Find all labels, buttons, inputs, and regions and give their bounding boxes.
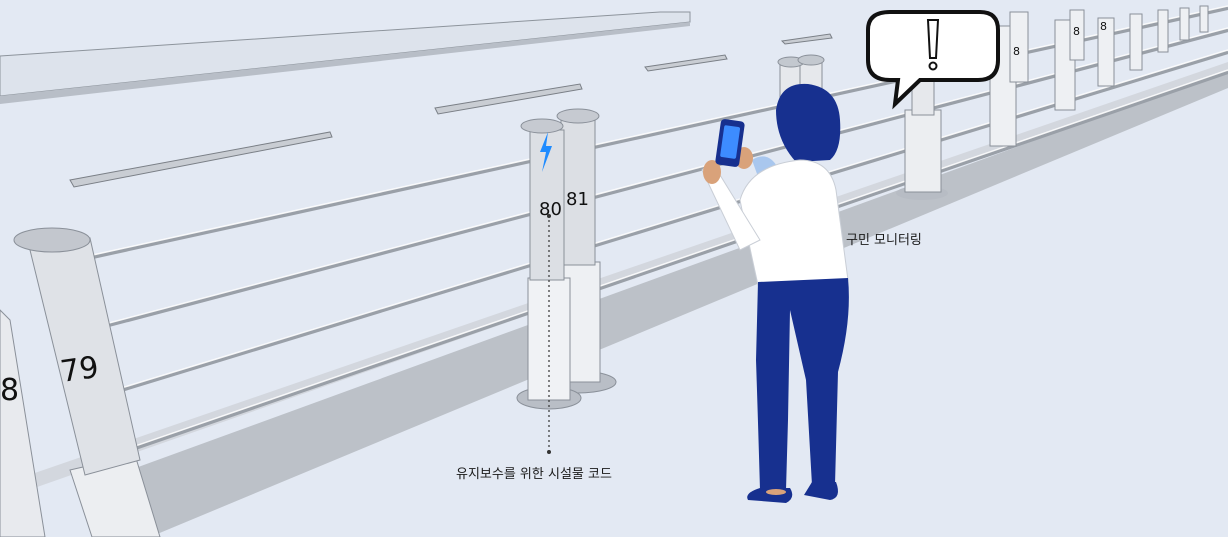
facility-code-caption: 유지보수를 위한 시설물 코드	[456, 463, 612, 482]
post-number-79: 79	[58, 350, 101, 390]
far-post-number: 8	[1073, 25, 1080, 38]
post-number-81: 81	[566, 189, 589, 210]
far-post-number: 8	[1013, 45, 1020, 58]
far-post-number: 8	[1100, 20, 1107, 33]
resident-monitoring-caption: 구민 모니터링	[846, 229, 922, 248]
post-number-partial: 8	[0, 373, 19, 408]
